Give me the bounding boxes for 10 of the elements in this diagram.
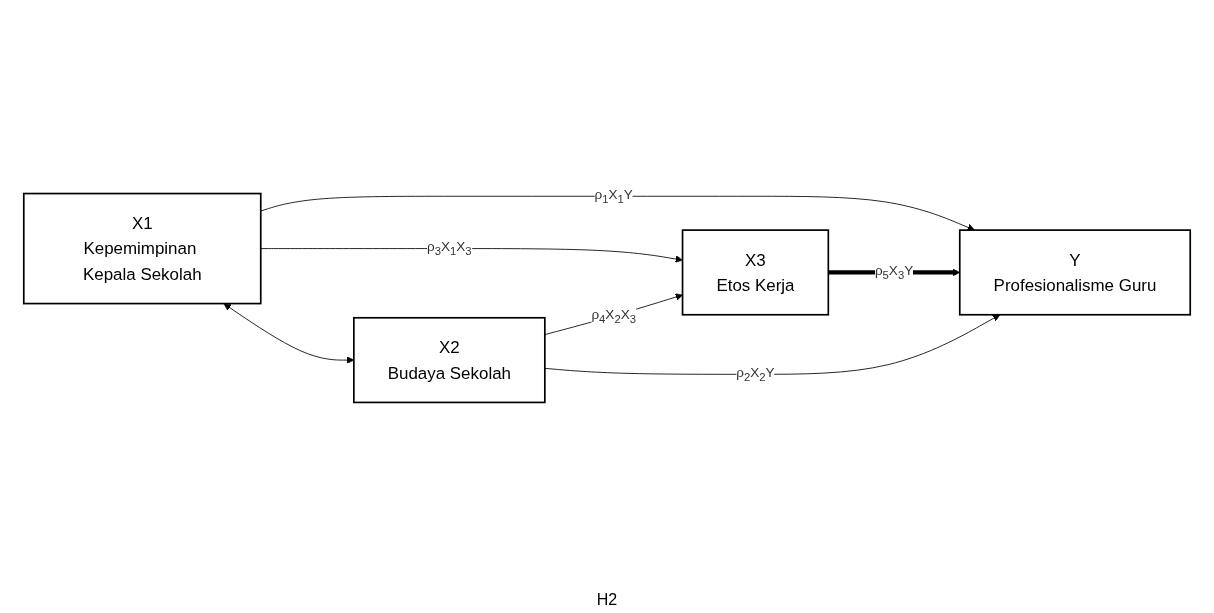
node-box: X3 Etos Kerja	[681, 229, 830, 316]
edge-label: ρ$_{2}$X$_{2}$Y	[736, 365, 775, 384]
edge-label: ρ$_{1}$X$_{1}$Y	[594, 187, 633, 206]
node-box: X1 Kepemimpinan Kepala Sekolah	[22, 192, 262, 305]
edge-label: ρ$_{5}$X$_{3}$Y	[874, 263, 914, 282]
node-box: X2 Budaya Sekolah	[353, 316, 546, 404]
edge-label: ρ$_{4}$X$_{2}$X$_{3}$	[591, 307, 636, 326]
node-box: Y Profesionalisme Guru	[958, 229, 1192, 316]
edge-label: ρ$_{3}$X$_{1}$X$_{3}$	[427, 239, 472, 258]
note-label: H2	[596, 591, 618, 608]
